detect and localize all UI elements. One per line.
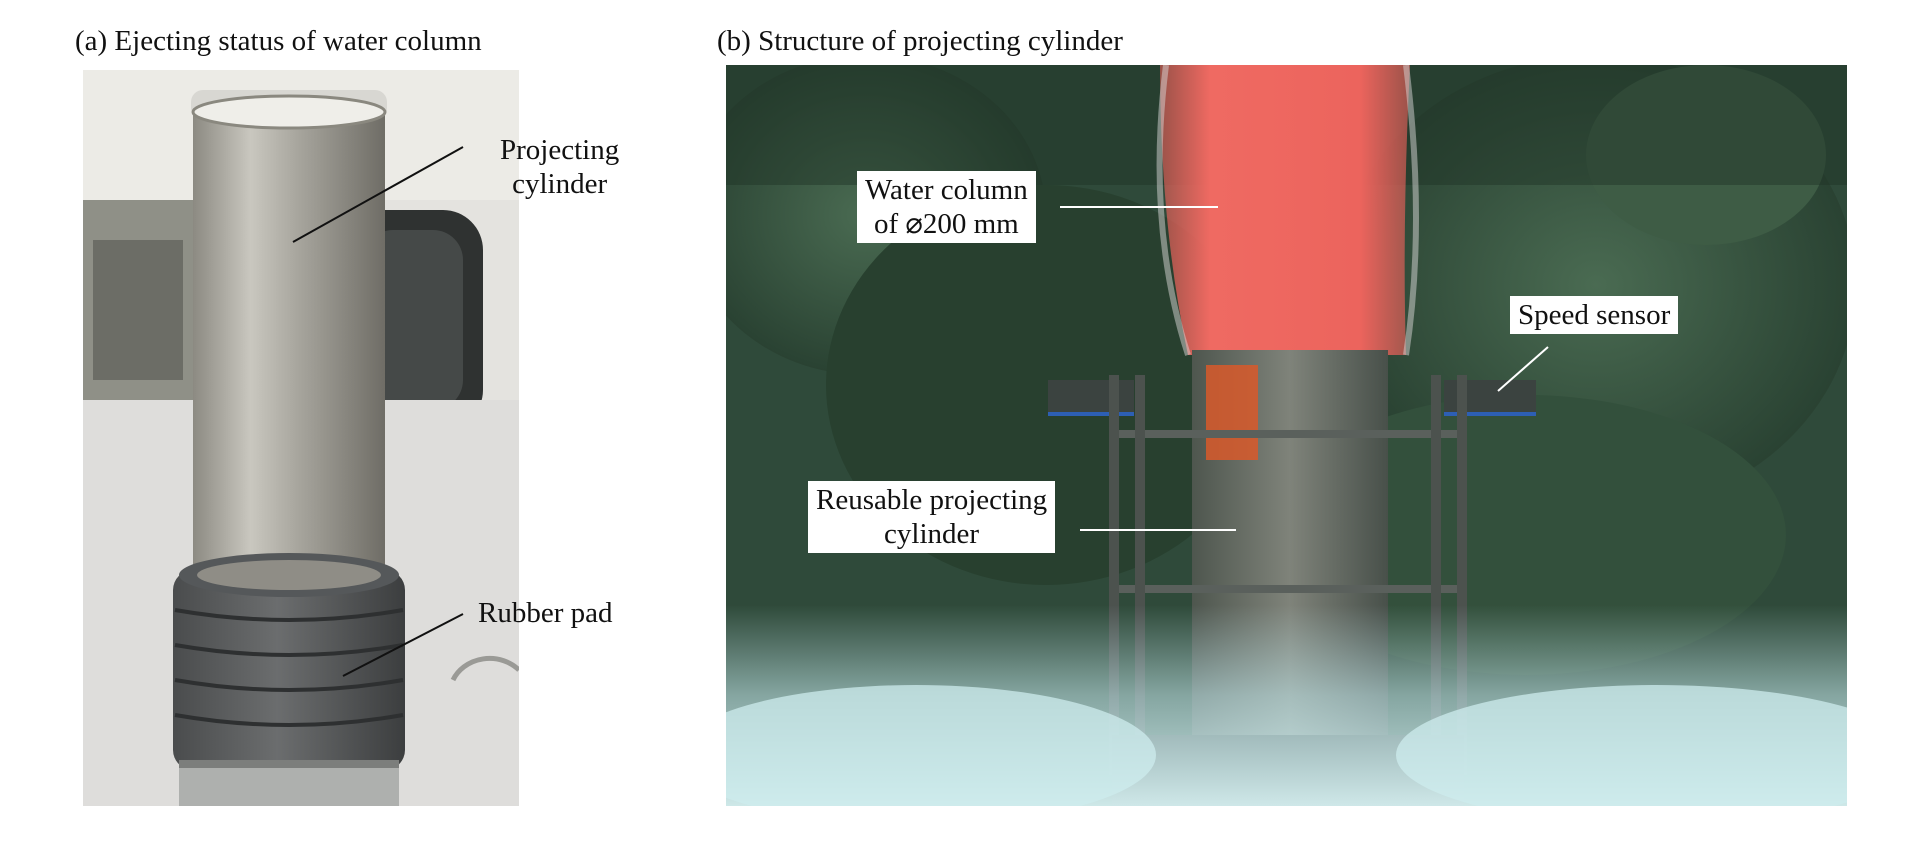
ejecting-cylinder-photo <box>83 70 519 806</box>
label-rubber-pad: Rubber pad <box>478 597 613 629</box>
label-projecting-cylinder-line2: cylinder <box>512 168 608 201</box>
caption-panel-b: (b) Structure of projecting cylinder <box>717 25 1123 57</box>
label-reusable-line2: cylinder <box>884 518 980 551</box>
caption-panel-a: (a) Ejecting status of water column <box>75 25 482 57</box>
label-reusable-projecting-cylinder: Reusable projecting cylinder <box>808 481 1056 554</box>
label-water-column-line2: of ⌀200 mm <box>874 208 1019 241</box>
label-projecting-cylinder: Projecting cylinder <box>500 133 619 201</box>
photo-panel-a <box>83 70 519 806</box>
label-water-column: Water column of ⌀200 mm <box>857 171 1036 244</box>
label-speed-sensor: Speed sensor <box>1510 296 1679 335</box>
label-projecting-cylinder-line1: Projecting <box>500 134 620 166</box>
label-reusable-line1: Reusable projecting <box>816 484 1048 516</box>
label-water-column-line1: Water column <box>865 174 1028 206</box>
